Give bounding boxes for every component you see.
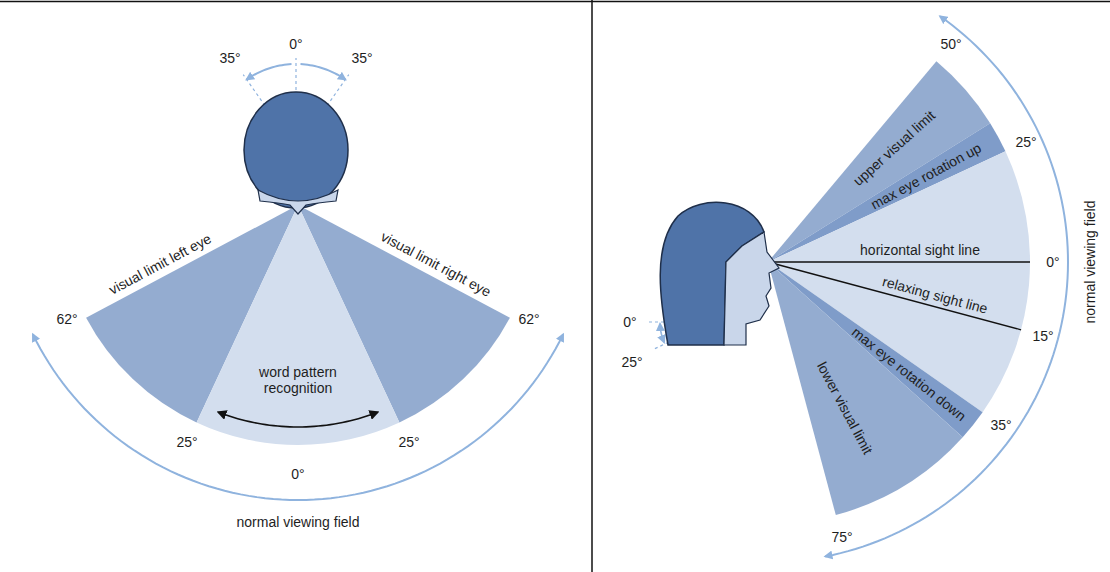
angle-label: 62°	[518, 311, 539, 327]
angle-label: 35°	[219, 50, 240, 66]
angle-label: 0°	[289, 36, 302, 52]
recognition-wedge	[197, 205, 400, 445]
angle-label: 75°	[831, 529, 852, 545]
angle-label: 35°	[990, 417, 1011, 433]
angle-label: 25°	[621, 354, 642, 370]
sight-line	[768, 262, 1021, 330]
frame-line	[0, 1, 1110, 3]
angle-label: 62°	[56, 311, 77, 327]
angle-label: 50°	[940, 36, 961, 52]
range-arrow	[33, 334, 563, 500]
angle-label: 35°	[351, 50, 372, 66]
range-arrow	[825, 16, 1068, 556]
line-label: horizontal sight line	[860, 242, 980, 258]
angle-label: 15°	[1032, 328, 1053, 344]
line-label: relaxing sight line	[881, 273, 990, 316]
range-label: normal viewing field	[237, 514, 360, 530]
angle-label: 0°	[623, 314, 636, 330]
angle-label: 0°	[1046, 254, 1059, 270]
range-label: normal viewing field	[1082, 201, 1098, 324]
tilt-arrow	[660, 324, 664, 343]
rotation-arrow	[247, 64, 292, 79]
panel-divider	[591, 0, 593, 572]
region-label: max eye rotation down	[849, 324, 969, 424]
region-label: lower visual limit	[814, 359, 876, 457]
range-arrow	[218, 412, 377, 427]
sight-line	[768, 261, 1030, 262]
angle-label: 25°	[176, 434, 197, 450]
region-label: visual limit right eye	[378, 228, 493, 299]
angle-label: 25°	[398, 434, 419, 450]
face-nose	[258, 190, 338, 214]
rotation-arrow	[301, 64, 346, 79]
face-profile	[724, 232, 779, 345]
angle-label: 0°	[291, 466, 304, 482]
angle-label: 25°	[1015, 134, 1036, 150]
region-label: visual limit left eye	[106, 230, 214, 297]
region-label: word pattern recognition	[238, 364, 358, 396]
